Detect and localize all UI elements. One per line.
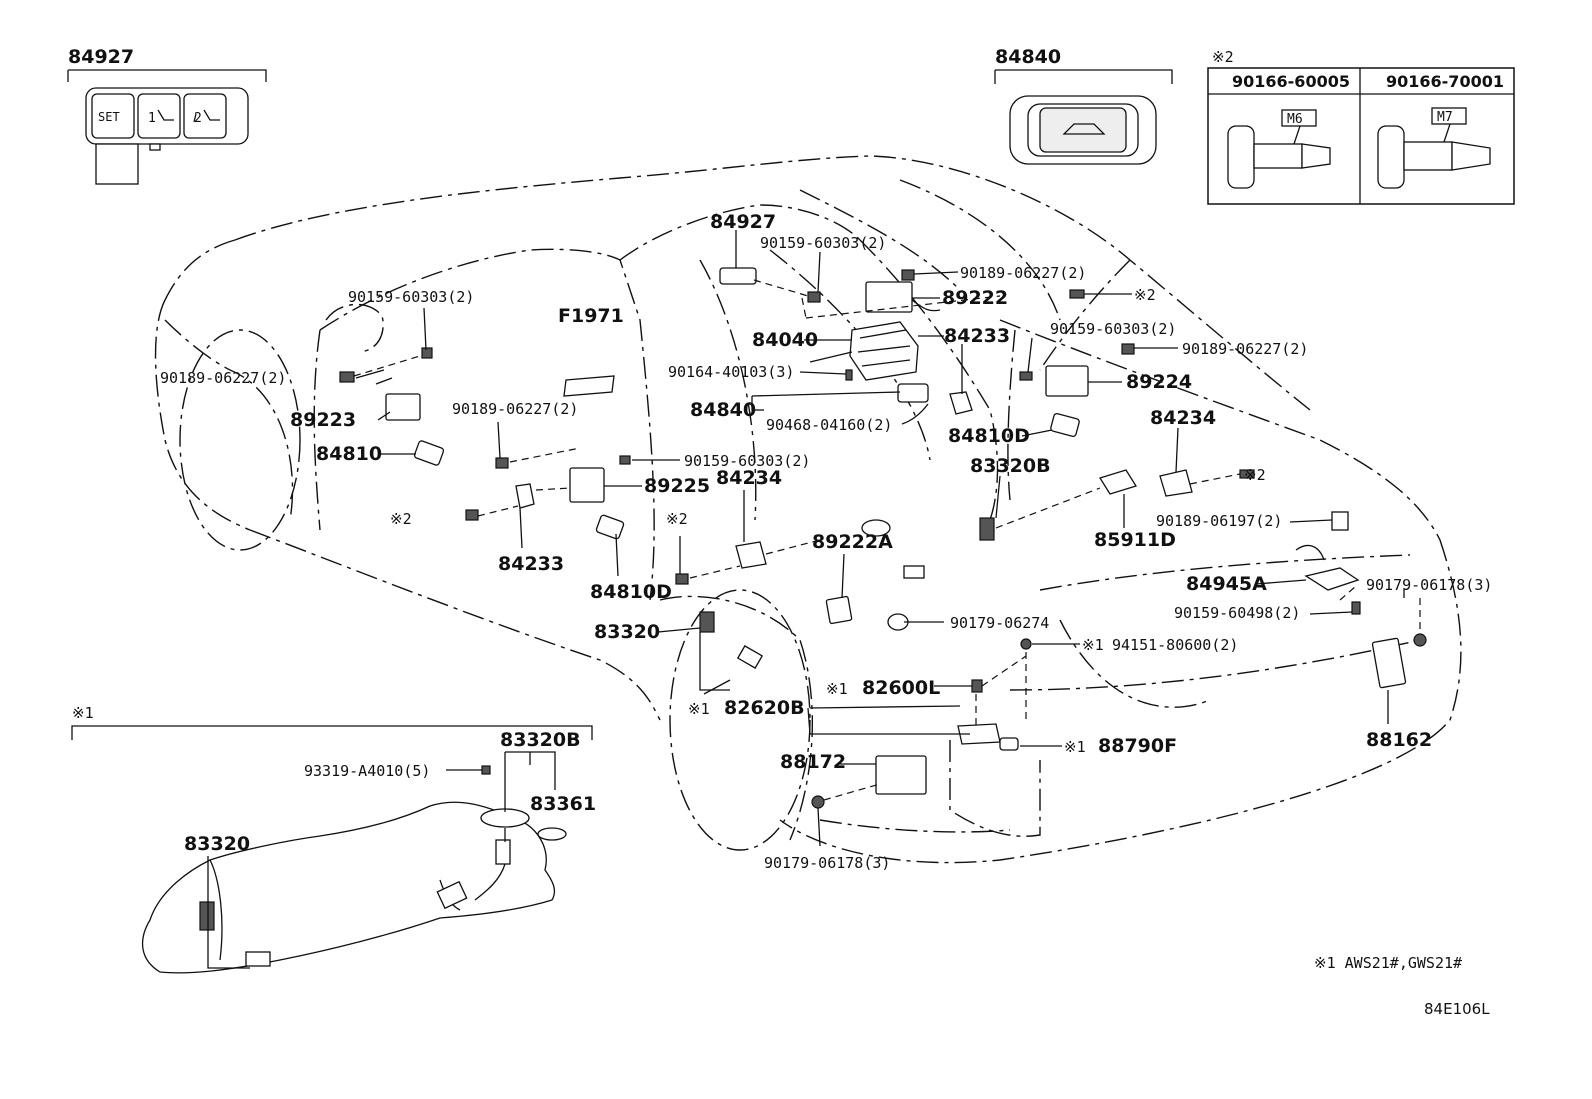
label-89224: 89224: [1126, 371, 1192, 393]
diagram-code: 84E106L: [1424, 1000, 1490, 1018]
label-90189-06227-c: 90189-06227(2): [160, 369, 286, 387]
label-ref1-d: ※1: [1064, 738, 1086, 756]
label-89223: 89223: [290, 409, 356, 431]
fuel-inset-ref: ※1: [72, 704, 94, 722]
label-F1971: F1971: [558, 305, 624, 327]
label-94151-80600: 94151-80600(2): [1112, 636, 1238, 654]
seat-icon: [203, 109, 220, 121]
bolt-table-ref: ※2: [1212, 48, 1234, 66]
label-83320B-a: 83320B: [970, 455, 1051, 477]
label-90179-06274: 90179-06274: [950, 614, 1049, 632]
label-89222: 89222: [942, 287, 1008, 309]
label-90164-40103: 90164-40103(3): [668, 363, 794, 381]
bolt-m6-size: M6: [1287, 112, 1303, 127]
label-83320-a: 83320: [594, 621, 660, 643]
memory-1-label: 1: [148, 111, 156, 126]
label-84040: 84040: [752, 329, 818, 351]
label-90189-06227-d: 90189-06227(2): [452, 400, 578, 418]
label-ref1-a: ※1: [1082, 636, 1104, 654]
label-ref2-b: ※2: [390, 510, 412, 528]
part-labels: 84927 90159-60303(2) 90189-06227(2) 8922…: [160, 211, 1492, 872]
label-84810D-a: 84810D: [948, 425, 1030, 447]
label-93319-A4010: 93319-A4010(5): [304, 762, 430, 780]
footnote: ※1 AWS21#,GWS21#: [1314, 954, 1462, 972]
label-85911D: 85911D: [1094, 529, 1176, 551]
label-90159-60303-b: 90159-60303(2): [1050, 320, 1176, 338]
label-90159-60303-a: 90159-60303(2): [760, 234, 886, 252]
label-83361: 83361: [530, 793, 596, 815]
label-83320-b: 83320: [184, 833, 250, 855]
label-84233-b: 84233: [498, 553, 564, 575]
label-88172: 88172: [780, 751, 846, 773]
label-88790F: 88790F: [1098, 735, 1177, 757]
label-84927: 84927: [710, 211, 776, 233]
inset-84927-label: 84927: [68, 46, 134, 68]
inset-fuel-tank: ※1: [71, 704, 593, 974]
label-83320B-b: 83320B: [500, 729, 581, 751]
label-90189-06227-a: 90189-06227(2): [960, 264, 1086, 282]
label-82620B: 82620B: [724, 697, 805, 719]
label-89222A: 89222A: [812, 531, 893, 553]
label-90179-06178-c: 90179-06178(3): [764, 854, 890, 872]
label-90159-60498: 90159-60498(2): [1174, 604, 1300, 622]
label-84810: 84810: [316, 443, 382, 465]
label-84234-a: 84234: [1150, 407, 1216, 429]
label-82600L: 82600L: [862, 677, 940, 699]
label-84840: 84840: [690, 399, 756, 421]
label-ref1-b: ※1: [826, 680, 848, 698]
memory-1-button: [137, 93, 181, 139]
label-88162: 88162: [1366, 729, 1432, 751]
leader-lines: [353, 230, 1421, 847]
bolt-table-col2-part: 90166-70001: [1386, 72, 1504, 91]
car-body-outline: [154, 155, 1462, 864]
inset-switch-84840: 84840: [994, 46, 1173, 165]
trunk-icon: [1062, 123, 1106, 135]
label-ref2-c: ※2: [666, 510, 688, 528]
label-90468-04160: 90468-04160(2): [766, 416, 892, 434]
label-84945A: 84945A: [1186, 573, 1267, 595]
seat-icon: [157, 109, 197, 123]
label-84234-b: 84234: [716, 467, 782, 489]
inset-bolt-table: ※2 90166-60005 90166-70001 M6 M7: [1207, 48, 1515, 205]
label-90159-60303-c: 90159-60303(2): [348, 288, 474, 306]
label-84233-a: 84233: [944, 325, 1010, 347]
label-90189-06197: 90189-06197(2): [1156, 512, 1282, 530]
memory-2-label: 2: [194, 111, 202, 126]
label-84810D-b: 84810D: [590, 581, 672, 603]
bolt-table-col1-part: 90166-60005: [1232, 72, 1350, 91]
label-ref1-c: ※1: [688, 700, 710, 718]
parts-on-car: [325, 267, 1427, 809]
label-ref2-a: ※2: [1134, 286, 1156, 304]
label-ref2-d: ※2: [1244, 466, 1266, 484]
bolt-m7-size: M7: [1437, 110, 1453, 125]
label-90179-06178-a: 90179-06178(3): [1366, 576, 1492, 594]
set-button: [91, 93, 135, 139]
inset-switch-84927: 84927 SET 1 2: [67, 46, 267, 185]
set-button-label: SET: [98, 110, 120, 124]
memory-2-button: [183, 93, 227, 139]
label-90159-60303-d: 90159-60303(2): [684, 452, 810, 470]
label-89225: 89225: [644, 475, 710, 497]
label-90189-06227-b: 90189-06227(2): [1182, 340, 1308, 358]
inset-84840-label: 84840: [995, 46, 1061, 68]
